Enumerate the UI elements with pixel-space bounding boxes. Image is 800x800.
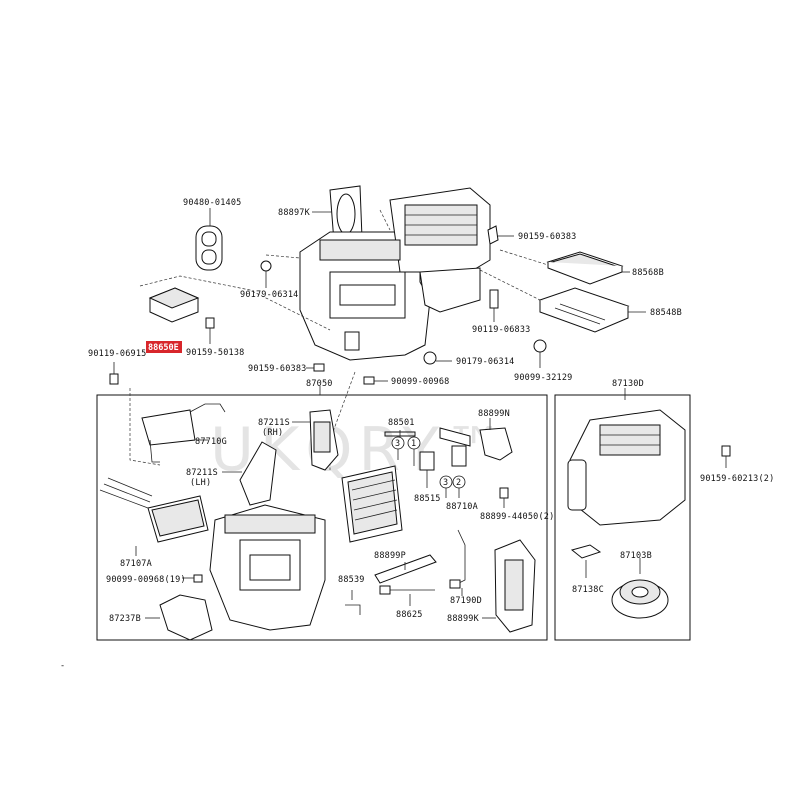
grommet-part[interactable] bbox=[195, 225, 223, 271]
heater-unit-top[interactable] bbox=[299, 187, 491, 361]
part-label[interactable]: 87211S bbox=[186, 468, 218, 478]
highlighted-part-text[interactable]: 88650E bbox=[148, 343, 179, 353]
part-label[interactable]: 90159-60213(2) bbox=[700, 474, 774, 484]
damper-rh-part[interactable] bbox=[309, 409, 339, 471]
highlighted-part-label[interactable]: 88650E bbox=[146, 341, 182, 353]
nut-part-2[interactable] bbox=[423, 351, 437, 365]
part-label[interactable]: 88515 bbox=[414, 494, 441, 504]
part-label[interactable]: 87103B bbox=[620, 551, 652, 561]
thermistor-part[interactable] bbox=[379, 585, 435, 595]
part-label[interactable]: 90179-06314 bbox=[456, 357, 515, 367]
part-label[interactable]: 88899N bbox=[478, 409, 510, 419]
part-label[interactable]: 90099-00968(19) bbox=[106, 575, 186, 585]
seal-part[interactable] bbox=[329, 185, 363, 243]
expansion-valve-part[interactable] bbox=[419, 451, 435, 471]
part-label[interactable]: 90179-06314 bbox=[240, 290, 299, 300]
part-label[interactable]: 90119-06915 bbox=[88, 349, 147, 359]
heater-case-lower[interactable] bbox=[209, 504, 326, 631]
sensor-87190D[interactable] bbox=[449, 529, 466, 589]
bolt-part-3[interactable] bbox=[499, 487, 509, 499]
part-label[interactable]: (LH) bbox=[190, 478, 211, 488]
part-label[interactable]: 88548B bbox=[650, 308, 682, 318]
filter-cover-part[interactable] bbox=[538, 287, 630, 333]
part-label[interactable]: 90119-06833 bbox=[472, 325, 531, 335]
part-label[interactable]: 88899K bbox=[447, 614, 480, 624]
part-label[interactable]: 88568B bbox=[632, 268, 664, 278]
marker-1: 3 bbox=[395, 439, 400, 449]
sensor-bracket-part[interactable] bbox=[374, 554, 437, 584]
marker-2: 1 bbox=[411, 439, 416, 449]
component-88710A[interactable] bbox=[451, 445, 467, 467]
part-label[interactable]: 90159-60383 bbox=[248, 364, 307, 374]
part-label[interactable]: 87130D bbox=[612, 379, 644, 389]
screw-part-1[interactable] bbox=[487, 225, 499, 245]
part-label[interactable]: 88899P bbox=[374, 551, 406, 561]
marker-3: 3 bbox=[443, 478, 448, 488]
screw-part-2[interactable] bbox=[205, 317, 215, 329]
duct-lower-part[interactable] bbox=[159, 594, 213, 641]
clip-part[interactable] bbox=[533, 339, 547, 353]
bolt-part-1[interactable] bbox=[489, 289, 499, 309]
marker-4: 2 bbox=[456, 478, 461, 488]
bolt-part-2[interactable] bbox=[109, 373, 119, 385]
filter-part[interactable] bbox=[546, 251, 624, 285]
pipe-bracket-part[interactable] bbox=[439, 427, 513, 461]
footnote-mark: - bbox=[60, 661, 65, 671]
screw-part-3[interactable] bbox=[313, 363, 325, 372]
screw-part-5[interactable] bbox=[193, 574, 203, 583]
circle-markers: 3 1 3 2 bbox=[391, 436, 466, 489]
part-label[interactable]: 88501 bbox=[388, 418, 415, 428]
part-label[interactable]: 90099-00968 bbox=[391, 377, 450, 387]
blower-unit-box bbox=[554, 394, 691, 641]
part-label[interactable]: 90099-32129 bbox=[514, 373, 573, 383]
part-label[interactable]: 87107A bbox=[120, 559, 152, 569]
part-label[interactable]: 90159-60383 bbox=[518, 232, 577, 242]
part-label[interactable]: 88899-44050(2) bbox=[480, 512, 554, 522]
part-label[interactable]: 87211S bbox=[258, 418, 290, 428]
highlight-box bbox=[146, 341, 182, 353]
part-label[interactable]: 87237B bbox=[109, 614, 141, 624]
part-label[interactable]: 88710A bbox=[446, 502, 478, 512]
screw-part-6[interactable] bbox=[721, 445, 731, 457]
evaporator-part[interactable] bbox=[341, 465, 403, 543]
drain-hose-part[interactable] bbox=[345, 604, 361, 615]
part-label[interactable]: 88625 bbox=[396, 610, 423, 620]
part-label[interactable]: 88897K bbox=[278, 208, 311, 218]
blower-motor-part[interactable] bbox=[611, 579, 669, 619]
part-label[interactable]: 87190D bbox=[450, 596, 482, 606]
nut-part-1[interactable] bbox=[260, 260, 272, 272]
case-panel-part[interactable] bbox=[494, 539, 536, 633]
part-label[interactable]: 87050 bbox=[306, 379, 333, 389]
duct-part[interactable] bbox=[141, 403, 226, 463]
part-label[interactable]: 90159-50138 bbox=[186, 348, 245, 358]
part-label[interactable]: 87138C bbox=[572, 585, 604, 595]
heater-core-part[interactable] bbox=[99, 477, 209, 543]
blower-resistor-part[interactable] bbox=[570, 544, 602, 559]
part-label[interactable]: 90480-01405 bbox=[183, 198, 242, 208]
part-label[interactable]: (RH) bbox=[262, 428, 283, 438]
part-label[interactable]: 88539 bbox=[338, 575, 365, 585]
screw-part-4[interactable] bbox=[363, 376, 375, 385]
part-label[interactable]: 87710G bbox=[195, 437, 227, 447]
damper-lh-part[interactable] bbox=[239, 441, 277, 506]
module-part-88650E[interactable] bbox=[148, 287, 200, 323]
main-unit-box bbox=[96, 394, 548, 641]
blower-case-part[interactable] bbox=[567, 409, 686, 526]
